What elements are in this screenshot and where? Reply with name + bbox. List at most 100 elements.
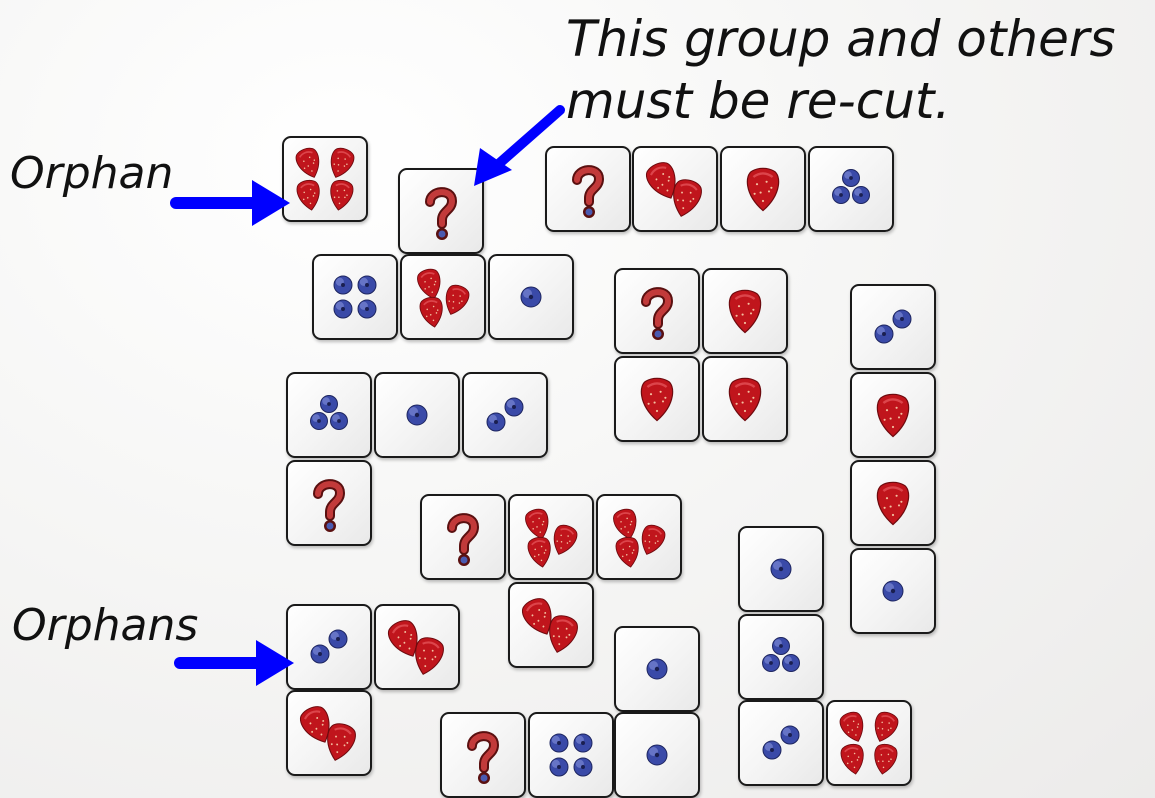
- tile-art: [376, 374, 458, 456]
- tile-art: [490, 256, 572, 338]
- tile-two-blueberries: [738, 700, 824, 786]
- tile-art: [402, 256, 484, 338]
- strawberry-icon: [325, 145, 356, 181]
- blueberry-icon: [311, 413, 328, 430]
- tile-one-blueberry: [488, 254, 574, 340]
- orphan-label: Orphan: [10, 152, 173, 196]
- tile-art: [530, 714, 612, 796]
- tile-art: [722, 148, 804, 230]
- tile-art: [598, 496, 680, 578]
- blueberry-icon: [521, 287, 541, 307]
- blueberry-icon: [875, 325, 893, 343]
- tile-art: [616, 270, 698, 352]
- question-mark-icon: [577, 170, 599, 218]
- tile-question: [440, 712, 526, 798]
- tile-two-blueberries: [850, 284, 936, 370]
- tile-three-strawberries: [400, 254, 486, 340]
- blueberry-icon: [487, 413, 505, 431]
- tile-question: [614, 268, 700, 354]
- tile-one-blueberry: [738, 526, 824, 612]
- blueberry-icon: [550, 758, 568, 776]
- strawberry-icon: [416, 267, 445, 302]
- tile-art: [828, 702, 910, 784]
- strawberry-icon: [729, 290, 760, 332]
- tile-one-strawberry: [850, 372, 936, 458]
- tile-two-strawberries: [286, 690, 372, 776]
- blueberry-icon: [311, 645, 329, 663]
- tile-art: [704, 358, 786, 440]
- blueberry-icon: [505, 398, 523, 416]
- tile-one-strawberry: [614, 356, 700, 442]
- orphans-label: Orphans: [12, 604, 198, 648]
- tile-three-strawberries: [508, 494, 594, 580]
- strawberry-icon: [877, 482, 908, 524]
- tile-four-strawberries: [282, 136, 368, 222]
- question-mark-icon: [430, 192, 452, 240]
- blueberry-icon: [853, 187, 870, 204]
- blueberry-icon: [358, 276, 376, 294]
- tile-one-strawberry: [850, 460, 936, 546]
- blueberry-icon: [331, 413, 348, 430]
- strawberry-icon: [869, 709, 900, 745]
- blueberry-icon: [647, 659, 667, 679]
- blueberry-icon: [334, 300, 352, 318]
- tile-art: [810, 148, 892, 230]
- tile-four-blueberries: [312, 254, 398, 340]
- tile-art: [314, 256, 396, 338]
- tile-art: [852, 374, 934, 456]
- tile-art: [422, 496, 504, 578]
- blueberry-icon: [321, 396, 338, 413]
- blueberry-icon: [893, 310, 911, 328]
- tile-art: [852, 550, 934, 632]
- strawberry-icon: [877, 394, 908, 436]
- strawberry-icon: [615, 536, 642, 569]
- question-mark-icon: [472, 736, 494, 784]
- tile-art: [288, 606, 370, 688]
- tile-three-blueberries: [738, 614, 824, 700]
- tile-four-blueberries: [528, 712, 614, 798]
- blueberry-icon: [329, 630, 347, 648]
- strawberry-icon: [729, 378, 760, 420]
- tile-two-strawberries: [632, 146, 718, 232]
- blueberry-icon: [763, 655, 780, 672]
- strawberry-icon: [524, 507, 553, 542]
- recut-annotation-line-2: must be re-cut.: [566, 76, 950, 126]
- tile-art: [852, 462, 934, 544]
- strawberry-icon: [840, 743, 867, 776]
- strawberry-icon: [296, 179, 323, 212]
- tile-art: [704, 270, 786, 352]
- blueberry-icon: [574, 734, 592, 752]
- blueberry-icon: [334, 276, 352, 294]
- strawberry-icon: [747, 168, 778, 210]
- tile-art: [616, 358, 698, 440]
- blueberry-icon: [843, 170, 860, 187]
- tile-art: [852, 286, 934, 368]
- tile-one-blueberry: [614, 626, 700, 712]
- blueberry-icon: [883, 581, 903, 601]
- question-mark-icon: [646, 292, 668, 340]
- strawberry-icon: [871, 743, 898, 776]
- blueberry-icon: [783, 655, 800, 672]
- tile-one-blueberry: [614, 712, 700, 798]
- tile-four-strawberries: [826, 700, 912, 786]
- tile-three-strawberries: [596, 494, 682, 580]
- blueberry-icon: [771, 559, 791, 579]
- tile-art: [616, 628, 698, 710]
- tile-three-blueberries: [808, 146, 894, 232]
- blueberry-icon: [407, 405, 427, 425]
- strawberry-icon: [612, 507, 641, 542]
- blueberry-icon: [550, 734, 568, 752]
- tile-art: [740, 702, 822, 784]
- orphan-arrow: [176, 180, 290, 226]
- tile-question: [398, 168, 484, 254]
- tile-art: [464, 374, 546, 456]
- blueberry-icon: [833, 187, 850, 204]
- tile-art: [288, 692, 370, 774]
- tile-one-strawberry: [702, 268, 788, 354]
- blueberry-icon: [647, 745, 667, 765]
- tile-one-blueberry: [374, 372, 460, 458]
- strawberry-icon: [636, 522, 667, 558]
- tile-art: [288, 462, 370, 544]
- tile-one-strawberry: [702, 356, 788, 442]
